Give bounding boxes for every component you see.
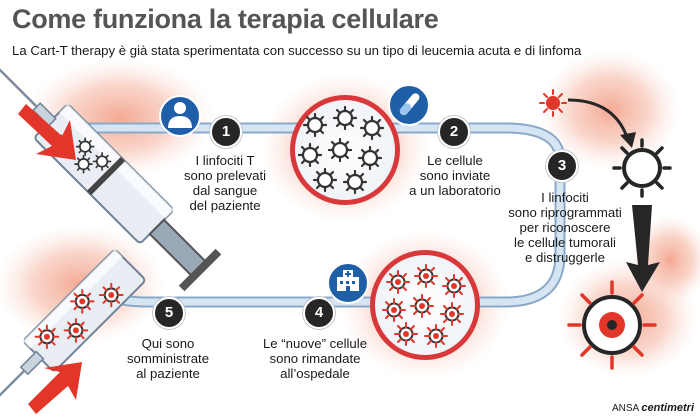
person-icon [159, 95, 201, 137]
page-subtitle: La Cart-T therapy è già stata sperimenta… [12, 43, 582, 58]
hospital-icon [327, 262, 369, 304]
source-credit: ANSA centimetri [612, 402, 694, 414]
lymphocyte-icon [612, 138, 672, 198]
step-1-number: 1 [210, 116, 242, 148]
step-5-number: 5 [153, 297, 185, 329]
test-tube-icon [388, 84, 430, 126]
page-title: Come funziona la terapia cellulare [12, 4, 439, 34]
step-3-number: 3 [546, 150, 578, 182]
tumor-cell-icon [539, 89, 567, 117]
step-2-number: 2 [438, 116, 470, 148]
step-4-number: 4 [303, 297, 335, 329]
credit-brand: centimetri [641, 402, 694, 414]
credit-agency: ANSA [611, 403, 639, 414]
